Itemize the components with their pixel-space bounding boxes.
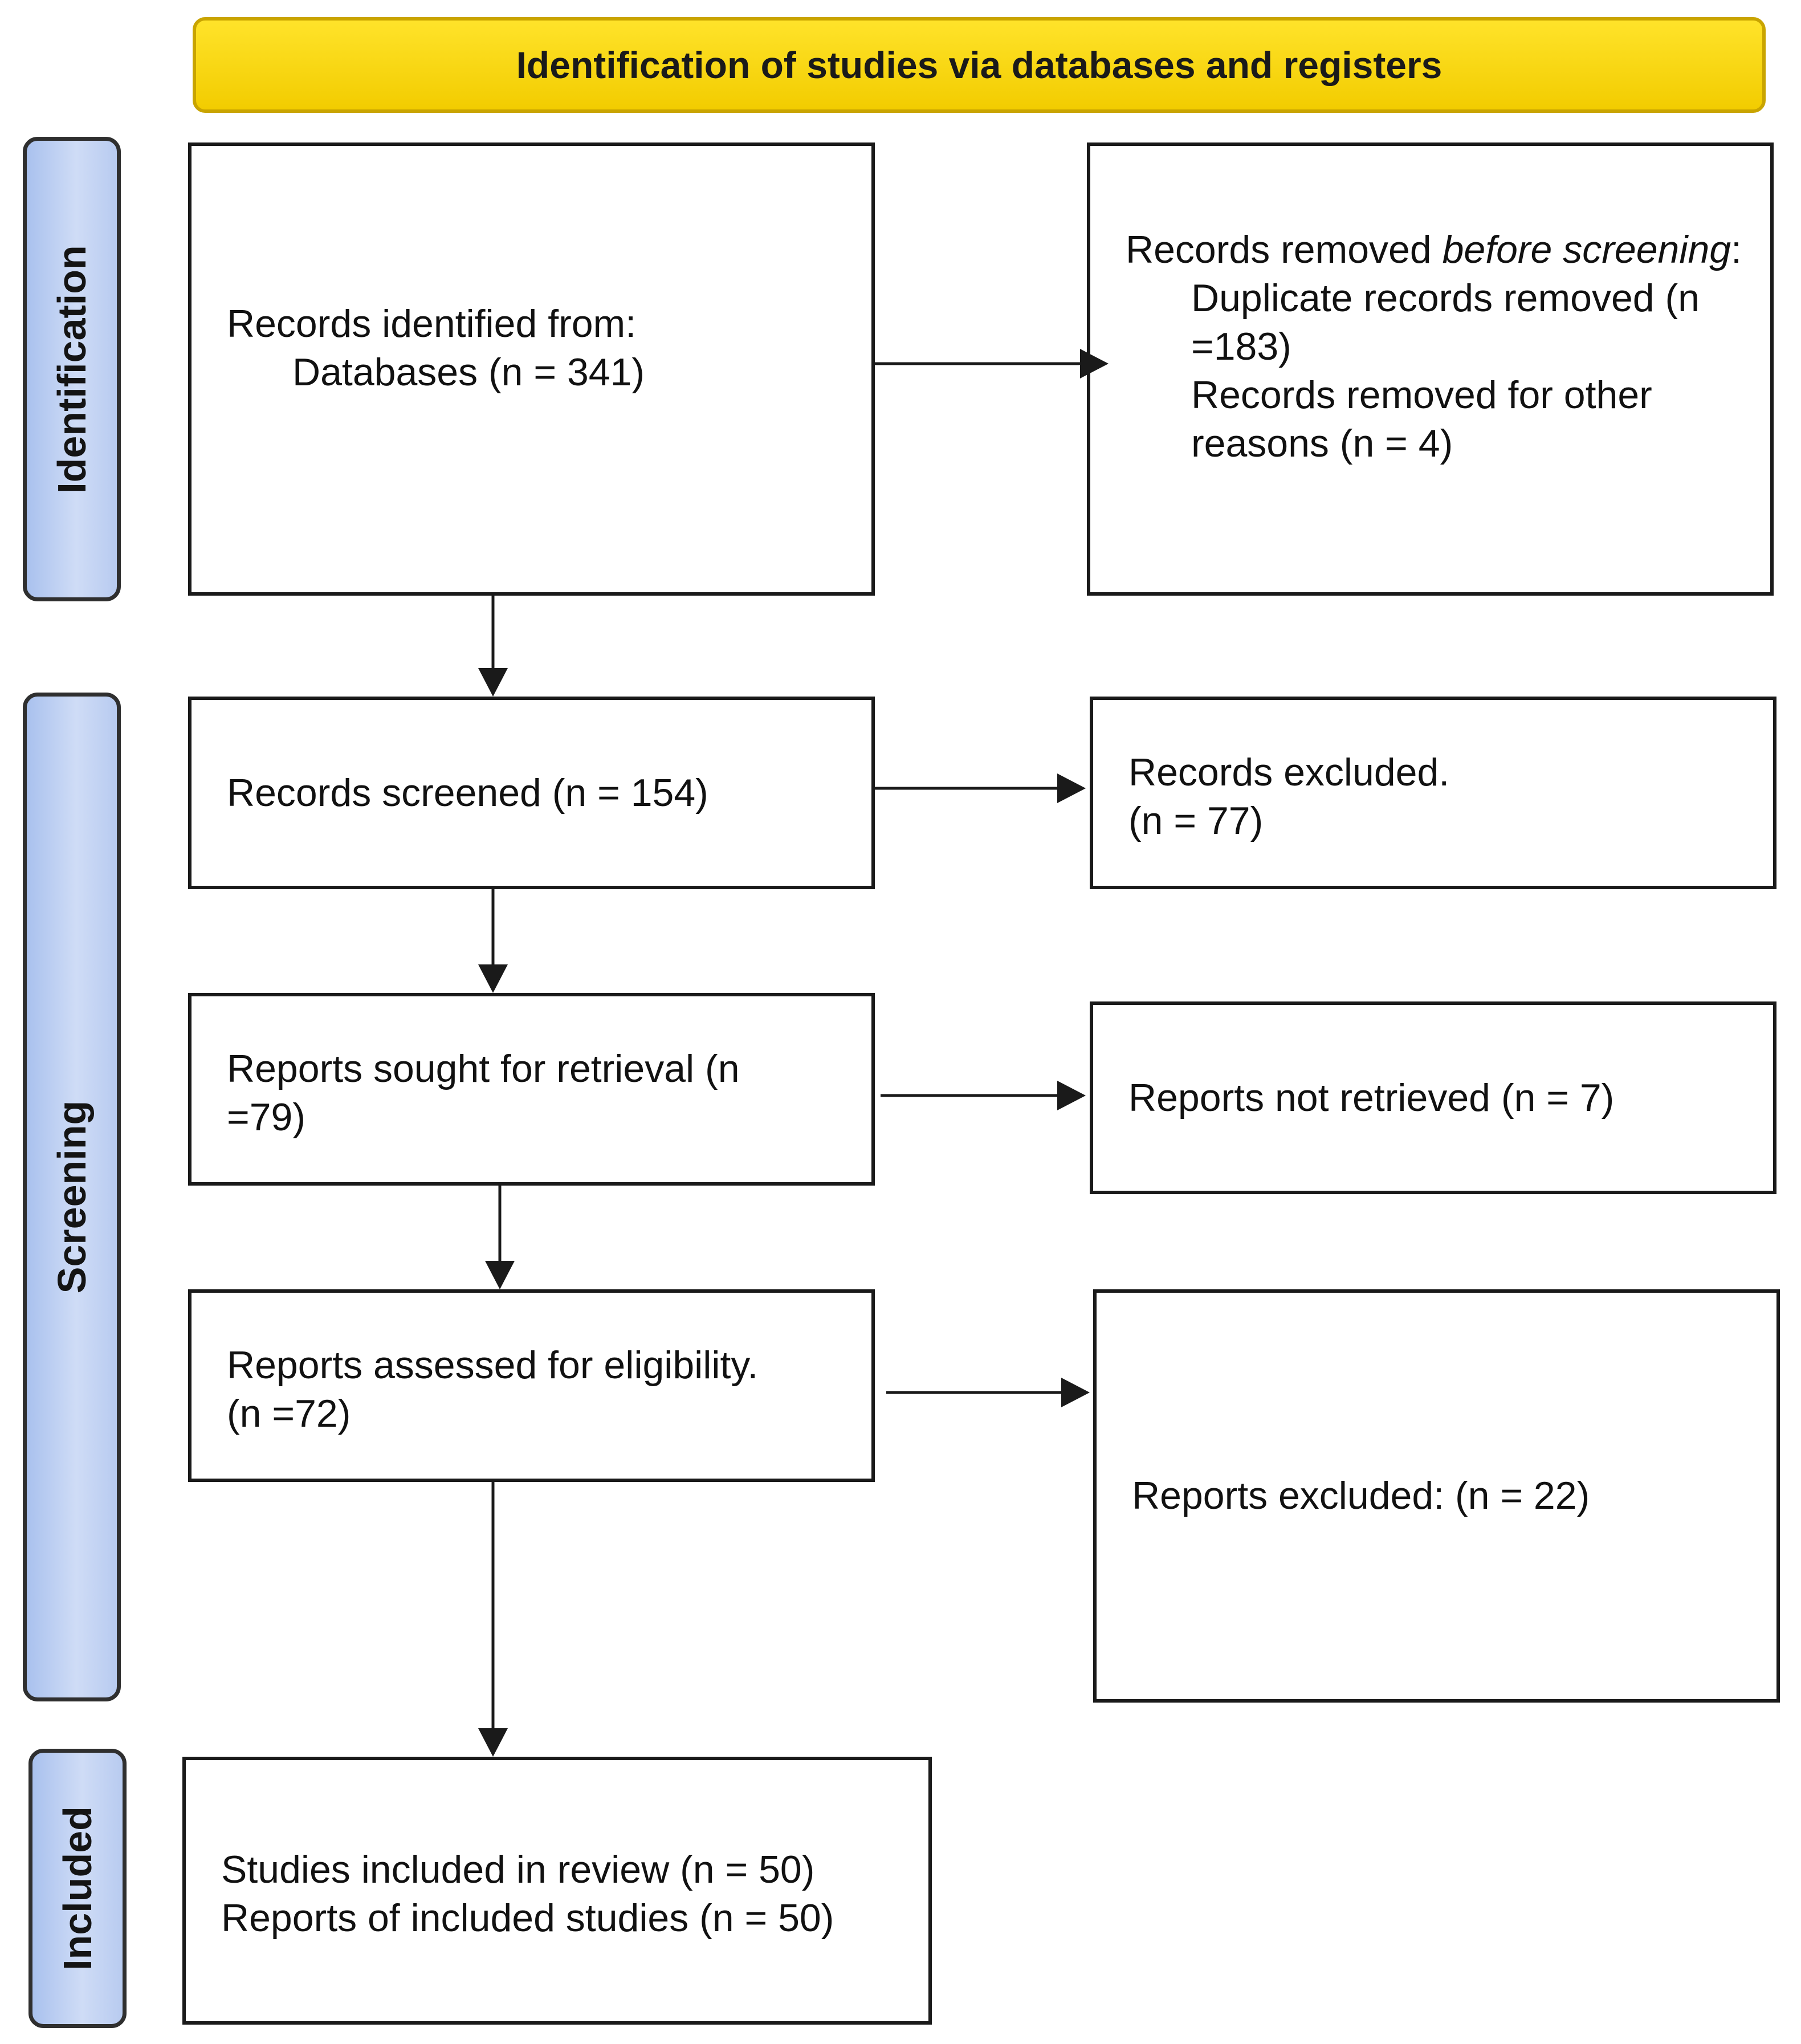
duplicates-removed: Duplicate records removed (n=183) — [1191, 276, 1700, 368]
records-identified-box: Records identified from: Databases (n = … — [188, 142, 875, 596]
arrowhead-down-1 — [478, 668, 508, 697]
reports-not-retrieved-box: Reports not retrieved (n = 7) — [1090, 1001, 1776, 1194]
records-excluded-label: Records excluded. — [1128, 751, 1450, 794]
arrowhead-right-2 — [1057, 773, 1086, 803]
records-removed-box: Records removed before screening: Duplic… — [1087, 142, 1774, 596]
reports-sought-text: Reports sought for retrieval (n=79) — [227, 1047, 740, 1139]
arrowhead-right-1 — [1080, 349, 1109, 378]
databases-count: Databases (n = 341) — [292, 351, 645, 394]
reports-excluded-box: Reports excluded: (n = 22) — [1093, 1289, 1780, 1703]
records-excluded-count: (n = 77) — [1128, 799, 1264, 842]
records-screened-text: Records screened (n = 154) — [227, 771, 708, 815]
phase-identification: Identification — [23, 137, 121, 601]
arrowhead-down-3 — [485, 1261, 515, 1289]
phase-included: Included — [28, 1749, 127, 2028]
studies-included-text: Studies included in review (n = 50) — [221, 1848, 815, 1891]
diagram-title: Identification of studies via databases … — [193, 17, 1766, 113]
reports-assessed-label: Reports assessed for eligibility. — [227, 1343, 759, 1387]
records-removed-intro: Records removed before screening: — [1126, 228, 1742, 271]
reports-assessed-box: Reports assessed for eligibility. (n =72… — [188, 1289, 875, 1482]
records-screened-box: Records screened (n = 154) — [188, 697, 875, 889]
arrowhead-right-4 — [1061, 1378, 1090, 1407]
records-identified-label: Records identified from: — [227, 302, 637, 345]
studies-included-box: Studies included in review (n = 50) Repo… — [182, 1757, 932, 2025]
arrowhead-right-3 — [1057, 1081, 1086, 1110]
arrowhead-down-2 — [478, 964, 508, 993]
reports-not-retrieved-text: Reports not retrieved (n = 7) — [1128, 1076, 1615, 1119]
phase-screening: Screening — [23, 693, 121, 1701]
reports-assessed-count: (n =72) — [227, 1392, 351, 1435]
reports-excluded-text: Reports excluded: (n = 22) — [1132, 1474, 1590, 1517]
reports-sought-box: Reports sought for retrieval (n=79) — [188, 993, 875, 1186]
arrowhead-down-4 — [478, 1728, 508, 1757]
records-excluded-box: Records excluded. (n = 77) — [1090, 697, 1776, 889]
reports-included-text: Reports of included studies (n = 50) — [221, 1896, 834, 1940]
